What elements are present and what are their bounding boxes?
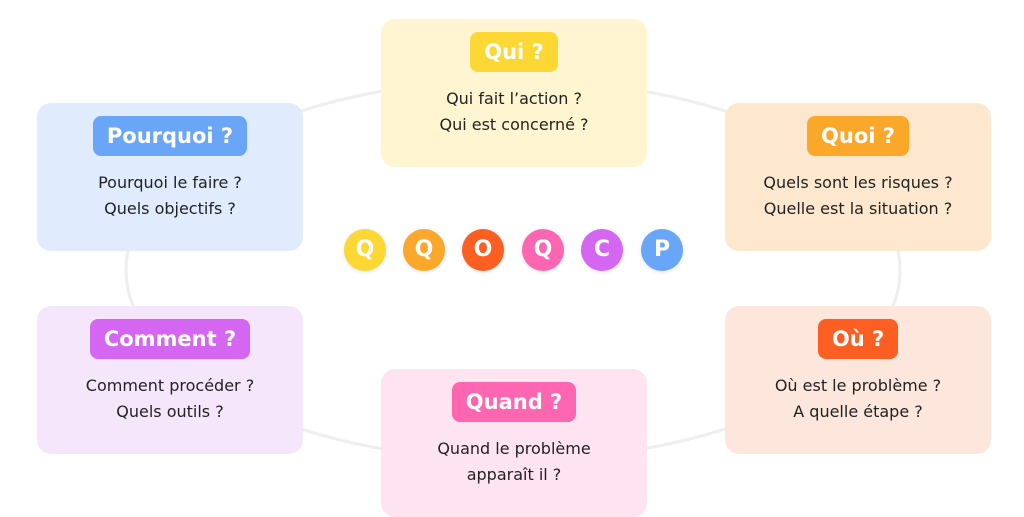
card-questions: Quand le problème apparaît il ? <box>381 436 647 488</box>
card-comment: Comment ? Comment procéder ? Quels outils… <box>37 306 303 454</box>
letter-circle: Q <box>344 229 386 271</box>
card-questions: Quels sont les risques ? Quelle est la si… <box>725 170 991 222</box>
card-questions: Comment procéder ? Quels outils ? <box>37 373 303 425</box>
card-title-badge: Pourquoi ? <box>92 116 248 156</box>
question-line: apparaît il ? <box>466 465 562 484</box>
question-line: Quels sont les risques ? <box>763 173 953 192</box>
question-line: A quelle étape ? <box>793 402 923 421</box>
question-line: Comment procéder ? <box>85 376 255 395</box>
card-title-badge: Quand ? <box>451 382 577 422</box>
card-ou: Où ? Où est le problème ? A quelle étape … <box>725 306 991 454</box>
letter-circle: C <box>581 229 623 271</box>
letter-circle: O <box>462 229 504 271</box>
question-line: Quels outils ? <box>116 402 224 421</box>
card-qui: Qui ? Qui fait l’action ? Qui est concern… <box>381 19 647 167</box>
question-line: Où est le problème ? <box>774 376 942 395</box>
letter-circle: P <box>641 229 683 271</box>
question-line: Qui est concerné ? <box>439 115 589 134</box>
question-line: Qui fait l’action ? <box>446 89 582 108</box>
question-line: Quels objectifs ? <box>104 199 236 218</box>
card-title-badge: Quoi ? <box>807 116 909 156</box>
card-quoi: Quoi ? Quels sont les risques ? Quelle es… <box>725 103 991 251</box>
letter-circle: Q <box>522 229 564 271</box>
question-line: Quelle est la situation ? <box>763 199 953 218</box>
question-line: Quand le problème <box>437 439 591 458</box>
card-title-badge: Où ? <box>817 319 899 359</box>
question-line: Pourquoi le faire ? <box>98 173 242 192</box>
card-questions: Qui fait l’action ? Qui est concerné ? <box>381 86 647 138</box>
letter-circle: Q <box>403 229 445 271</box>
card-questions: Pourquoi le faire ? Quels objectifs ? <box>37 170 303 222</box>
card-questions: Où est le problème ? A quelle étape ? <box>725 373 991 425</box>
card-quand: Quand ? Quand le problème apparaît il ? <box>381 369 647 517</box>
card-title-badge: Comment ? <box>89 319 251 359</box>
card-title-badge: Qui ? <box>470 32 558 72</box>
card-pourquoi: Pourquoi ? Pourquoi le faire ? Quels obje… <box>37 103 303 251</box>
